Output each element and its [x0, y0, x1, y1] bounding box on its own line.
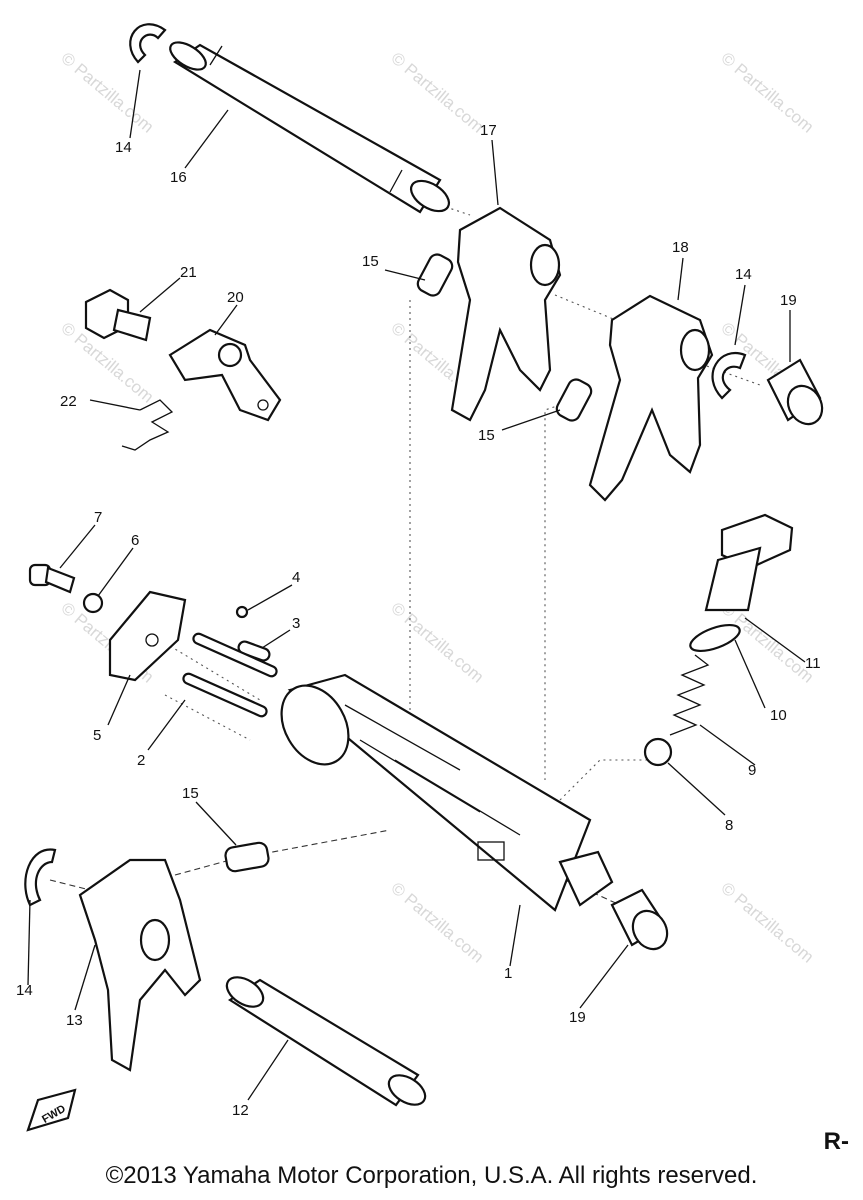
callout-labels: 14 16 17 15 18 14 19 21 20 22 15 7 6 4 3… — [16, 122, 821, 1119]
circlip-right — [711, 352, 747, 400]
watermark: © Partzilla.com — [717, 599, 817, 687]
callout-label: 11 — [805, 655, 821, 672]
callout-label: 6 — [131, 532, 139, 549]
callout-label: 3 — [292, 615, 300, 632]
circlip-lower — [24, 848, 57, 907]
segment-pins — [182, 632, 278, 718]
callout-label: 12 — [232, 1102, 249, 1119]
callout-label: 15 — [362, 253, 379, 270]
watermark: © Partzilla.com — [387, 879, 487, 967]
screw-7 — [28, 563, 76, 594]
gasket — [689, 623, 741, 653]
callout-label: 10 — [770, 707, 787, 724]
fwd-arrow: FWD — [26, 1088, 77, 1132]
shift-fork-shaft-upper — [169, 41, 451, 214]
compression-spring — [669, 654, 710, 736]
stopper-lever — [168, 328, 282, 422]
callout-label: 7 — [94, 509, 102, 526]
callout-label: 9 — [748, 762, 756, 779]
callout-label: 22 — [60, 393, 77, 410]
callout-label: 15 — [182, 785, 199, 802]
callout-label: 20 — [227, 289, 244, 306]
plug-upper — [766, 358, 824, 426]
torsion-spring — [121, 399, 174, 451]
callout-label: 19 — [780, 292, 797, 309]
callout-label: 17 — [480, 122, 497, 139]
copyright-notice: ©2013 Yamaha Motor Corporation, U.S.A. A… — [105, 1162, 758, 1189]
circlip-small — [235, 605, 249, 619]
stopper-plug-bolt — [704, 513, 794, 612]
lock-washer — [82, 592, 104, 614]
watermark: © Partzilla.com — [57, 49, 157, 137]
callout-label: 16 — [170, 169, 187, 186]
leader-lines — [27, 69, 806, 1101]
section-mark: R- — [823, 1128, 849, 1155]
callout-label: 13 — [66, 1012, 83, 1029]
shift-fork-17 — [450, 206, 562, 422]
shift-fork-18 — [588, 294, 714, 502]
callout-label: 4 — [292, 569, 300, 586]
callout-label: 19 — [569, 1009, 586, 1026]
guide-pin-upper — [416, 253, 454, 297]
plug-lower — [610, 888, 669, 951]
callout-label: 5 — [93, 727, 101, 744]
watermark: © Partzilla.com — [717, 49, 817, 137]
watermark: © Partzilla.com — [387, 599, 487, 687]
watermark: © Partzilla.com — [717, 879, 817, 967]
shift-fork-shaft-lower — [225, 976, 427, 1107]
callout-label: 15 — [478, 427, 495, 444]
steel-ball — [643, 737, 673, 767]
segment — [108, 590, 187, 682]
callout-label: 21 — [180, 264, 197, 281]
bolt-21 — [84, 288, 152, 342]
parts-diagram: © Partzilla.com © Partzilla.com © Partzi… — [16, 23, 824, 1132]
callout-label: 14 — [115, 139, 132, 156]
shift-cam — [280, 673, 614, 912]
callout-label: 8 — [725, 817, 733, 834]
watermark: © Partzilla.com — [387, 49, 487, 137]
guide-pin-middle — [555, 378, 593, 422]
callout-label: 14 — [735, 266, 752, 283]
callout-label: 18 — [672, 239, 689, 256]
shift-fork-13 — [78, 858, 202, 1072]
circlip-upper — [129, 23, 167, 64]
callout-label: 2 — [137, 752, 145, 769]
callout-label: 14 — [16, 982, 33, 999]
guide-pin-lower — [224, 841, 270, 873]
callout-label: 1 — [504, 965, 512, 982]
